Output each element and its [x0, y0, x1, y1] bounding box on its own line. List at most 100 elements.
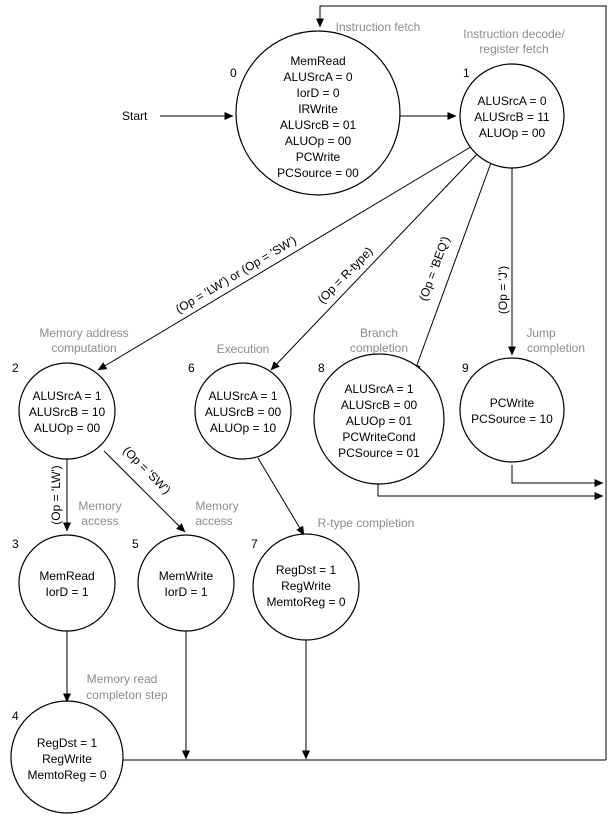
- state-4-number: 4: [12, 709, 19, 723]
- state-3-signal-2: IorD = 1: [45, 585, 88, 599]
- phase-label-4-line2: completon step: [86, 688, 168, 702]
- state-5-signal-2: IorD = 1: [164, 585, 207, 599]
- phase-label-1-line2: register fetch: [479, 42, 548, 56]
- phase-label-8: Branch: [360, 326, 398, 340]
- phase-label-5-line2: access: [195, 514, 232, 528]
- state-6-signal-1: ALUSrcA = 1: [208, 389, 277, 403]
- state-5-number: 5: [132, 537, 139, 551]
- state-7-signal-1: RegDst = 1: [276, 563, 337, 577]
- state-2: 2 ALUSrcA = 1 ALUSrcB = 10 ALUOp = 00: [12, 361, 116, 460]
- state-3-circle: [18, 534, 116, 632]
- state-6-circle: [194, 362, 292, 460]
- start-label: Start: [122, 109, 148, 123]
- edge-2-5: [103, 450, 186, 533]
- state-3-signal-1: MemRead: [39, 569, 94, 583]
- state-7-circle: [252, 533, 360, 641]
- edge-1-2: [97, 144, 475, 371]
- edge-return-0: [316, 5, 607, 760]
- phase-label-2: Memory address: [39, 326, 128, 340]
- state-0-signal-7: PCWrite: [296, 150, 341, 164]
- transition-label-2-3: (Op = 'LW'): [49, 465, 63, 524]
- state-8: 8 ALUSrcA = 1 ALUSrcB = 00 ALUOp = 01 PC…: [313, 353, 445, 485]
- state-8-circle: [313, 353, 445, 485]
- state-2-signal-1: ALUSrcA = 1: [32, 389, 101, 403]
- transition-label-1-8: (Op = 'BEQ'): [416, 234, 452, 302]
- phase-label-1: Instruction decode/: [463, 27, 565, 41]
- state-0-signal-5: ALUSrcB = 01: [280, 118, 357, 132]
- state-0-signal-4: IRWrite: [298, 102, 338, 116]
- state-0-signal-8: PCSource = 00: [277, 166, 359, 180]
- phase-label-0: Instruction fetch: [336, 20, 421, 34]
- state-8-signal-3: ALUOp = 01: [346, 414, 413, 428]
- transition-label-1-9: (Op = 'J'): [496, 266, 510, 314]
- state-5-circle: [137, 534, 235, 632]
- state-4-signal-2: RegWrite: [42, 752, 92, 766]
- state-0-signal-1: MemRead: [290, 54, 345, 68]
- state-2-signal-3: ALUOp = 00: [34, 421, 101, 435]
- state-0-circle: [235, 30, 401, 196]
- state-0-signal-3: IorD = 0: [296, 86, 339, 100]
- state-8-number: 8: [318, 361, 325, 375]
- state-1-signal-2: ALUSrcB = 11: [474, 110, 550, 124]
- edge-8-return: [377, 484, 604, 500]
- state-7-number: 7: [251, 537, 258, 551]
- state-9-signal-1: PCWrite: [490, 396, 535, 410]
- phase-label-3: Memory: [78, 499, 121, 513]
- edge-6-7: [257, 457, 305, 536]
- phase-label-5: Memory: [195, 499, 238, 513]
- state-0-signal-6: ALUOp = 00: [285, 134, 352, 148]
- state-2-signal-2: ALUSrcB = 10: [29, 405, 106, 419]
- state-5-signal-1: MemWrite: [159, 569, 214, 583]
- state-0-signal-2: ALUSrcA = 0: [283, 70, 352, 84]
- state-6: 6 ALUSrcA = 1 ALUSrcB = 00 ALUOp = 10: [188, 361, 292, 460]
- state-9: 9 PCWrite PCSource = 10: [459, 357, 565, 463]
- state-7: 7 RegDst = 1 RegWrite MemtoReg = 0: [251, 533, 360, 641]
- edges: [63, 5, 607, 761]
- phase-label-7: R-type completion: [318, 516, 415, 530]
- transition-label-2-5: (Op = 'SW'): [120, 443, 173, 496]
- state-0-number: 0: [230, 66, 237, 80]
- state-8-signal-4: PCWriteCond: [342, 430, 415, 444]
- state-9-number: 9: [462, 361, 469, 375]
- state-1: 1 ALUSrcA = 0 ALUSrcB = 11 ALUOp = 00: [459, 63, 565, 169]
- phase-label-3-line2: access: [81, 514, 118, 528]
- phase-label-2-line2: computation: [51, 341, 116, 355]
- phase-labels: Instruction fetch Instruction decode/ re…: [39, 20, 585, 702]
- phase-label-9-line2: completion: [527, 341, 585, 355]
- phase-label-9: Jump: [526, 326, 556, 340]
- state-4-circle: [10, 700, 124, 814]
- state-7-signal-2: RegWrite: [281, 579, 331, 593]
- phase-label-6: Execution: [217, 342, 270, 356]
- state-9-signal-2: PCSource = 10: [471, 412, 553, 426]
- state-1-circle: [459, 63, 565, 169]
- transition-label-1-2: (Op = 'LW') or (Op = 'SW'): [173, 233, 299, 316]
- state-2-number: 2: [12, 361, 19, 375]
- state-8-signal-5: PCSource = 01: [338, 446, 420, 460]
- state-0: 0 MemRead ALUSrcA = 0 IorD = 0 IRWrite A…: [230, 30, 401, 196]
- state-4-signal-1: RegDst = 1: [37, 736, 98, 750]
- state-6-number: 6: [188, 361, 195, 375]
- transition-label-1-6: (Op = R-type): [315, 244, 376, 306]
- state-8-signal-2: ALUSrcB = 00: [341, 398, 418, 412]
- state-9-circle: [459, 357, 565, 463]
- edge-9-return: [511, 465, 604, 487]
- state-1-number: 1: [463, 66, 470, 80]
- state-5: 5 MemWrite IorD = 1: [132, 534, 235, 632]
- state-1-signal-3: ALUOp = 00: [479, 126, 546, 140]
- state-4: 4 RegDst = 1 RegWrite MemtoReg = 0: [10, 700, 124, 814]
- state-7-signal-3: MemtoReg = 0: [266, 595, 345, 609]
- state-6-signal-3: ALUOp = 10: [210, 421, 277, 435]
- state-6-signal-2: ALUSrcB = 00: [205, 405, 282, 419]
- phase-label-4: Memory read: [87, 672, 158, 686]
- edge-1-6: [270, 150, 481, 371]
- phase-label-8-line2: completion: [350, 341, 408, 355]
- state-2-circle: [18, 362, 116, 460]
- state-3: 3 MemRead IorD = 1: [12, 534, 116, 632]
- state-3-number: 3: [12, 537, 19, 551]
- edge-1-8: [413, 159, 493, 374]
- state-4-signal-3: MemtoReg = 0: [27, 768, 106, 782]
- transition-labels: (Op = 'LW') or (Op = 'SW') (Op = R-type)…: [49, 233, 510, 525]
- state-1-signal-1: ALUSrcA = 0: [477, 94, 546, 108]
- state-8-signal-1: ALUSrcA = 1: [344, 382, 413, 396]
